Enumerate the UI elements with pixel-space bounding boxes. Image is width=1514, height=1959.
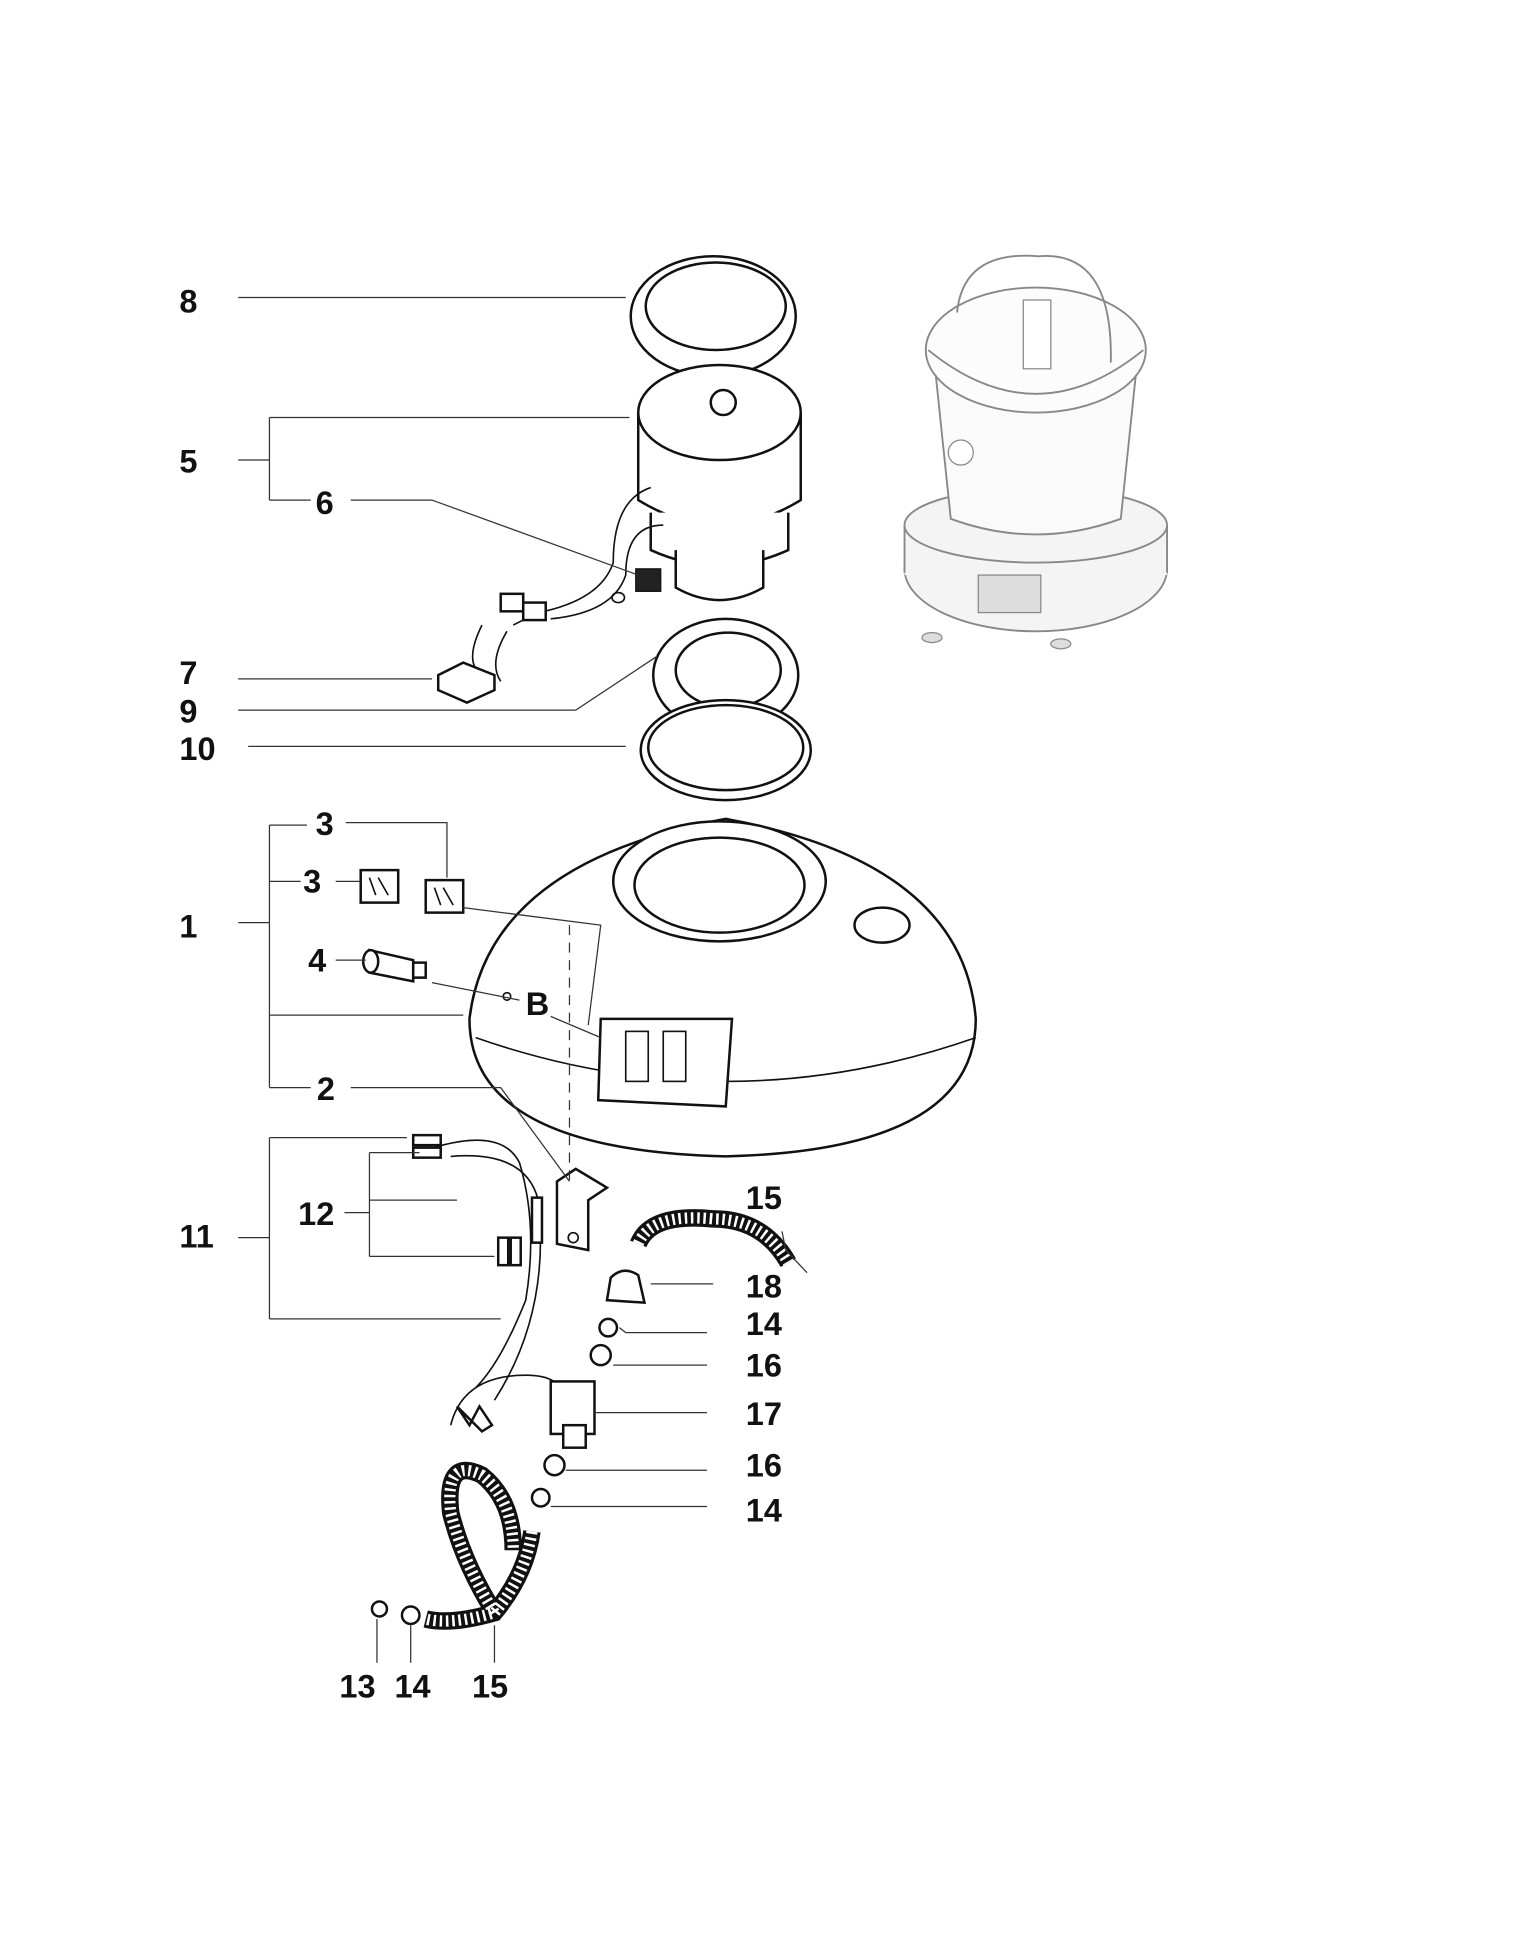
callout-14-a: 14 — [746, 1306, 782, 1342]
part-15-hose-lower — [423, 1461, 541, 1630]
callout-labels: 8 5 6 7 9 10 3 3 1 4 B 2 11 12 15 18 14 … — [179, 284, 781, 1705]
callout-16-a: 16 — [746, 1347, 782, 1383]
callout-B: B — [526, 986, 549, 1022]
callout-8: 8 — [179, 284, 197, 320]
part-11-wiring-harness — [411, 1133, 565, 1434]
callout-5: 5 — [179, 444, 197, 480]
part-14-nut-lower — [530, 1487, 551, 1508]
callout-15-lower: 15 — [472, 1669, 508, 1705]
part-7-capacitor — [436, 661, 496, 704]
callout-12: 12 — [298, 1196, 334, 1232]
callout-18: 18 — [746, 1269, 782, 1305]
part-15-hose-upper — [630, 1209, 796, 1268]
callout-3-lower: 3 — [303, 864, 321, 900]
part-4-connector — [361, 948, 427, 983]
callout-3-upper: 3 — [316, 806, 334, 842]
callout-14-b: 14 — [746, 1492, 782, 1528]
part-8-gasket-ring — [629, 255, 798, 378]
callout-2: 2 — [317, 1071, 335, 1107]
callout-14-c: 14 — [394, 1669, 430, 1705]
callout-7: 7 — [179, 655, 197, 691]
part-9-ring — [651, 617, 800, 733]
part-17-solenoid-valve — [549, 1380, 596, 1449]
callout-13: 13 — [339, 1669, 375, 1705]
callout-11: 11 — [179, 1219, 213, 1255]
part-10-ring — [639, 698, 813, 802]
callout-4: 4 — [308, 942, 326, 978]
callout-10: 10 — [179, 731, 215, 767]
part-16-washer — [589, 1343, 612, 1367]
part-14-nut-bottom — [400, 1605, 421, 1626]
part-2-bracket — [555, 1167, 610, 1252]
motor-wiring — [436, 486, 664, 704]
leader-lines — [238, 296, 808, 1663]
callout-17: 17 — [746, 1396, 782, 1432]
part-18-clamp — [605, 1269, 647, 1305]
callout-15-upper: 15 — [746, 1180, 782, 1216]
part-14-nut — [598, 1317, 619, 1338]
part-1-motor-head-housing — [468, 817, 978, 1158]
part-3-switches — [359, 868, 465, 914]
callout-9: 9 — [179, 694, 197, 730]
callout-1: 1 — [179, 909, 197, 945]
part-5-motor — [636, 363, 803, 602]
part-13-fitting — [370, 1600, 389, 1618]
part-16-washer-lower — [543, 1453, 566, 1477]
callout-6: 6 — [316, 485, 334, 521]
callout-16-b: 16 — [746, 1447, 782, 1483]
assembled-machine-view — [903, 254, 1168, 650]
